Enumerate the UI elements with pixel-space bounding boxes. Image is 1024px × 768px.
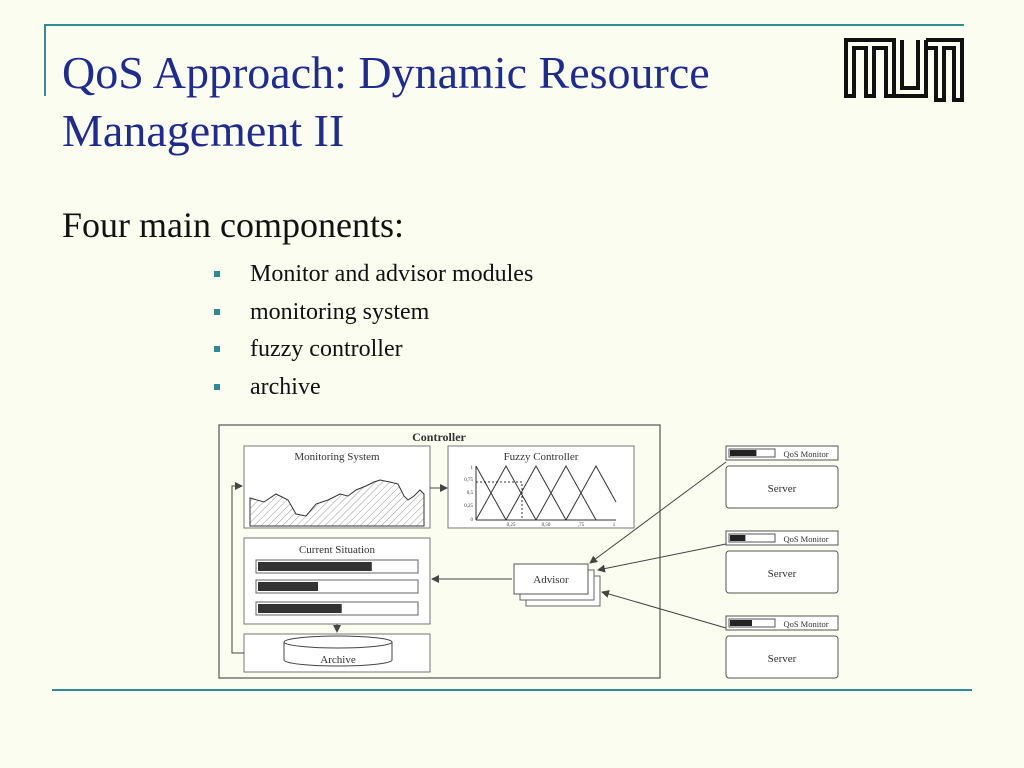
server-label: Server (768, 483, 797, 495)
controller-box (218, 424, 661, 679)
fuzzy-membership-plot (475, 464, 617, 521)
left-rule (44, 24, 46, 96)
qos-monitor-level (730, 535, 746, 541)
bottom-rule (52, 689, 972, 691)
advisor-box (513, 563, 589, 595)
architecture-diagram: Controller Monitoring System Fuzzy Contr… (218, 424, 839, 679)
server-box (725, 465, 839, 509)
situation-bars (255, 559, 419, 616)
server-label: Server (768, 568, 797, 580)
advisor-label: Advisor (533, 574, 569, 586)
fuzzy-controller-label: Fuzzy Controller (504, 451, 579, 463)
server-box (725, 550, 839, 594)
bullet-item: fuzzy controller (210, 333, 533, 371)
bullet-item: monitoring system (210, 296, 533, 334)
bullet-text: monitoring system (250, 298, 430, 325)
bullet-text: archive (250, 373, 321, 400)
fuzzy-x-tick: ,75 (578, 523, 585, 528)
slide-title: QoS Approach: Dynamic Resource Managemen… (62, 44, 862, 160)
archive-cylinder (283, 635, 393, 667)
qos-monitor-label: QoS Monitor (783, 619, 828, 629)
situation-bar-fill (258, 582, 318, 591)
bullet-list: Monitor and advisor modules monitoring s… (210, 258, 533, 408)
fuzzy-x-tick: 1 (613, 523, 616, 528)
arrow-monitor-to-advisor (601, 590, 727, 629)
fuzzy-x-tick: 0,25 (507, 523, 516, 528)
fuzzy-y-tick: 1 (471, 466, 474, 471)
controller-label: Controller (412, 430, 466, 444)
current-situation-label: Current Situation (299, 544, 376, 556)
fuzzy-y-tick: 0 (471, 518, 474, 523)
arrow-monitor-to-advisor (589, 461, 727, 564)
qos-monitor-label: QoS Monitor (783, 449, 828, 459)
fuzzy-x-tick: 0,50 (542, 523, 551, 528)
arrow-monitor-to-advisor (597, 543, 727, 573)
qos-monitor-level (730, 620, 752, 626)
monitoring-graph (249, 479, 425, 527)
qos-monitor-level (730, 450, 757, 456)
title-line-1: QoS Approach: Dynamic Resource (62, 47, 710, 98)
bullet-marker (214, 308, 220, 315)
server-box (725, 635, 839, 679)
top-rule (44, 24, 964, 26)
bullet-marker (214, 383, 220, 390)
bullet-marker (214, 271, 220, 277)
qos-monitor-label: QoS Monitor (783, 534, 828, 544)
title-line-2: Management II (62, 105, 345, 156)
bullet-item: archive (210, 371, 533, 409)
feedback-arrow (231, 482, 244, 654)
qos-monitor-track (728, 533, 776, 543)
subheading: Four main components: (62, 205, 404, 245)
situation-bar-fill (258, 562, 372, 571)
fuzzy-y-tick: 0,5 (467, 491, 474, 496)
archive-label: Archive (320, 654, 356, 666)
monitoring-system-label: Monitoring System (294, 451, 380, 463)
situation-bar-fill (258, 604, 342, 613)
bullet-item: Monitor and advisor modules (210, 258, 533, 296)
fuzzy-y-tick: 0,75 (464, 478, 473, 483)
tum-logo (844, 38, 964, 102)
bullet-text: fuzzy controller (250, 336, 403, 362)
bullet-marker (214, 346, 220, 352)
fuzzy-y-tick: 0,25 (464, 504, 473, 509)
server-label: Server (768, 653, 797, 665)
bullet-text: Monitor and advisor modules (250, 261, 534, 287)
